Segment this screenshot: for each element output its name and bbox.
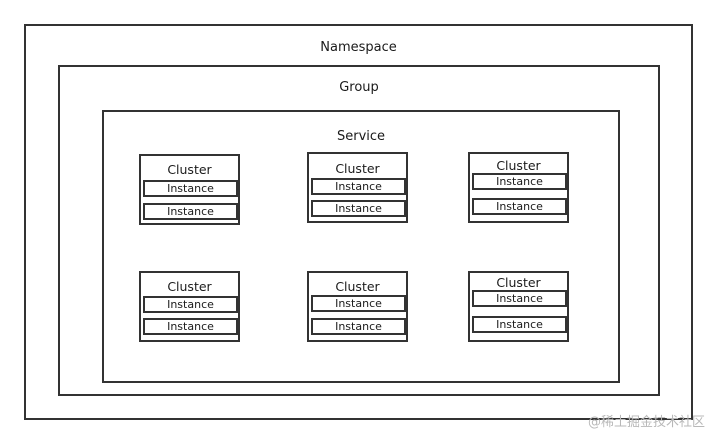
instance-box: Instance xyxy=(311,178,406,195)
instance-label: Instance xyxy=(335,297,382,310)
watermark-text: @稀土掘金技术社区 xyxy=(587,415,705,430)
instance-label: Instance xyxy=(496,318,543,331)
cluster-label: Cluster xyxy=(335,279,380,294)
instance-box: Instance xyxy=(311,200,406,217)
cluster-box: Cluster Instance Instance xyxy=(307,152,408,223)
cluster-label: Cluster xyxy=(335,161,380,176)
cluster-box: Cluster Instance Instance xyxy=(139,154,240,225)
cluster-box: Cluster Instance Instance xyxy=(468,271,569,342)
cluster-label: Cluster xyxy=(496,275,541,290)
service-box: Service xyxy=(102,110,620,383)
cluster-box: Cluster Instance Instance xyxy=(307,271,408,342)
instance-label: Instance xyxy=(335,180,382,193)
namespace-label: Namespace xyxy=(320,40,397,55)
instance-box: Instance xyxy=(472,316,567,333)
cluster-box: Cluster Instance Instance xyxy=(139,271,240,342)
instance-label: Instance xyxy=(167,320,214,333)
instance-label: Instance xyxy=(496,292,543,305)
instance-box: Instance xyxy=(143,203,238,220)
instance-box: Instance xyxy=(472,290,567,307)
instance-box: Instance xyxy=(143,296,238,313)
instance-box: Instance xyxy=(311,318,406,335)
service-label: Service xyxy=(336,129,386,144)
cluster-label: Cluster xyxy=(167,162,212,177)
instance-box: Instance xyxy=(143,318,238,335)
instance-label: Instance xyxy=(496,175,543,188)
instance-label: Instance xyxy=(167,182,214,195)
instance-label: Instance xyxy=(167,298,214,311)
group-label: Group xyxy=(339,80,379,95)
instance-box: Instance xyxy=(311,295,406,312)
cluster-label: Cluster xyxy=(167,279,212,294)
instance-label: Instance xyxy=(496,200,543,213)
instance-box: Instance xyxy=(472,198,567,215)
instance-label: Instance xyxy=(167,205,214,218)
instance-box: Instance xyxy=(472,173,567,190)
cluster-box: Cluster Instance Instance xyxy=(468,152,569,223)
instance-label: Instance xyxy=(335,202,382,215)
instance-box: Instance xyxy=(143,180,238,197)
instance-label: Instance xyxy=(335,320,382,333)
cluster-label: Cluster xyxy=(496,158,541,173)
